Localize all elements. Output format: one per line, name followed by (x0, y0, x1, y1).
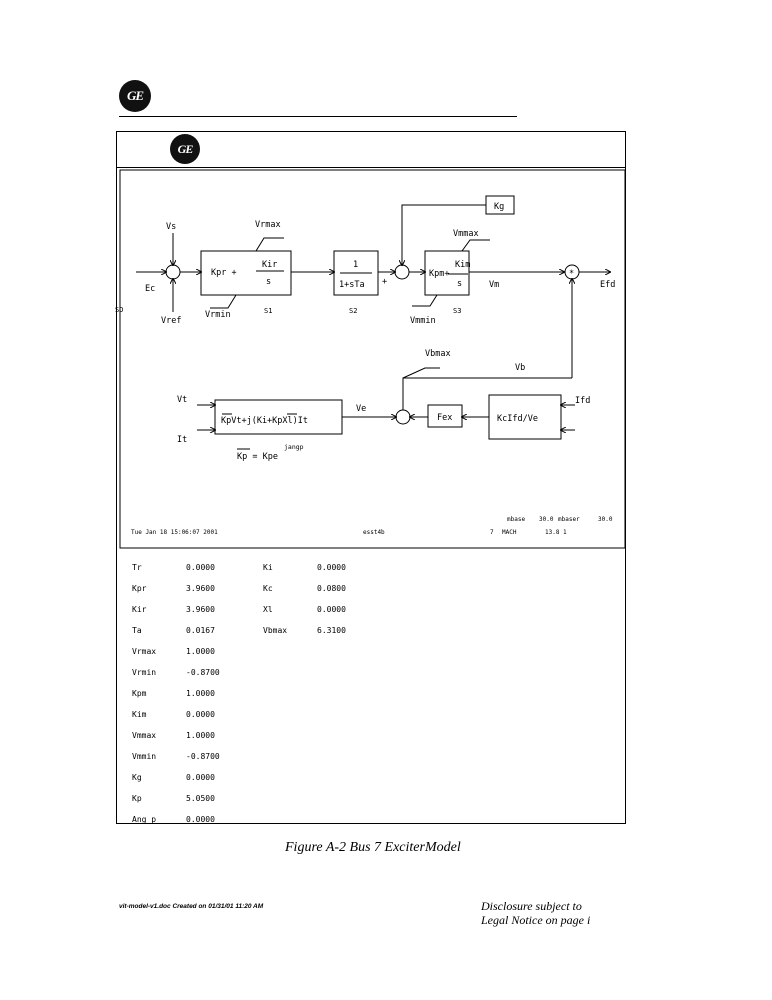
param-name: Vmmax (132, 731, 157, 740)
figure-caption: Figure A-2 Bus 7 ExciterModel (285, 840, 461, 855)
label-vs: Vs (166, 222, 176, 232)
label-kp-eq: Kp = Kpe (237, 452, 278, 462)
kcifd-block (488, 394, 562, 440)
ge-logo-header-text: GE (126, 88, 144, 103)
label-ifd: Ifd (575, 396, 590, 406)
param-name: Ki (263, 563, 273, 572)
label-vrmax: Vrmax (255, 220, 281, 230)
inner-pi-block (424, 250, 470, 296)
label-s3: S3 (453, 307, 461, 315)
label-vm: Vm (489, 280, 499, 290)
label-ve: Ve (356, 404, 366, 414)
header-rule (119, 116, 517, 117)
ge-logo-figure: GE (170, 134, 200, 164)
label-kir: Kir (262, 260, 277, 270)
label-kpr: Kpr + (211, 268, 237, 278)
footer-disclosure: Disclosure subject to Legal Notice on pa… (481, 899, 590, 927)
param-value: 0.0000 (317, 605, 346, 614)
status-mbaser-value: 30.0 (598, 516, 613, 523)
param-value: 1.0000 (186, 689, 215, 698)
param-value: 0.0000 (186, 710, 215, 719)
frame-title-rule (116, 167, 626, 168)
footer-disclosure-line-1: Disclosure subject to (481, 899, 582, 913)
exciter-block-diagram: Vs Vrmax Ec Vref SD Kpr + Kir s Vrmin S1… (115, 169, 626, 549)
label-kcifd: KcIfd/Ve (497, 414, 538, 424)
status-mbase-label: mbase (507, 516, 525, 523)
param-value: 0.0000 (186, 563, 215, 572)
label-sd: SD (115, 306, 123, 314)
label-it: It (177, 435, 187, 445)
status-ref: 13.8 1 (545, 529, 567, 536)
param-name: Vrmin (132, 668, 157, 677)
label-mult: * (569, 269, 574, 279)
label-plus: + (382, 277, 387, 287)
status-mach: MACH (502, 529, 517, 536)
param-value: 0.0000 (186, 773, 215, 782)
param-name: Ta (132, 626, 142, 635)
ge-logo-header: GE (119, 80, 151, 112)
param-value: 6.3100 (317, 626, 346, 635)
param-name: Kpm (132, 689, 147, 698)
label-vmmin: Vmmin (410, 316, 436, 326)
label-fex: Fex (437, 413, 452, 423)
status-bus: 7 (490, 529, 494, 536)
label-s2: S2 (349, 307, 357, 315)
param-name: Kg (132, 773, 142, 782)
param-value: 0.0167 (186, 626, 215, 635)
param-name: Ang_p (132, 815, 157, 824)
param-value: 0.0000 (317, 563, 346, 572)
footer-document-info: vit-model-v1.doc Created on 01/31/01 11:… (119, 903, 264, 910)
label-s-den-1: s (266, 277, 271, 287)
label-lag-den: 1+sTa (339, 280, 365, 290)
param-name: Kc (263, 584, 273, 593)
param-name: Vbmax (263, 626, 288, 635)
status-model: esst4b (363, 529, 385, 536)
label-kim: Kim (455, 260, 470, 270)
param-name: Kir (132, 605, 147, 614)
param-value: 3.9600 (186, 605, 215, 614)
label-s-den-3: s (457, 279, 462, 289)
param-name: Vmmin (132, 752, 157, 761)
param-name: Kim (132, 710, 147, 719)
param-name: Kp (132, 794, 142, 803)
param-value: -0.8700 (186, 752, 220, 761)
param-value: 1.0000 (186, 731, 215, 740)
label-vref: Vref (161, 316, 181, 326)
label-efd: Efd (600, 280, 615, 290)
label-ec: Ec (145, 284, 155, 294)
param-value: 5.0500 (186, 794, 215, 803)
param-value: 1.0000 (186, 647, 215, 656)
pi-regulator-block (200, 250, 292, 296)
param-value: 3.9600 (186, 584, 215, 593)
param-name: Xl (263, 605, 273, 614)
status-datetime: Tue Jan 18 15:06:07 2001 (131, 529, 218, 536)
label-vb: Vb (515, 363, 525, 373)
kg-block (485, 195, 515, 215)
lag-block (333, 250, 379, 296)
label-vt: Vt (177, 395, 187, 405)
label-vbmax: Vbmax (425, 349, 451, 359)
param-name: Kpr (132, 584, 147, 593)
label-vrmin: Vrmin (205, 310, 231, 320)
ge-logo-figure-text: GE (177, 141, 194, 156)
param-name: Vrmax (132, 647, 157, 656)
label-one: 1 (353, 260, 358, 270)
label-kpm: Kpm+ (429, 269, 449, 279)
param-name: Tr (132, 563, 142, 572)
param-value: 0.0800 (317, 584, 346, 593)
footer-disclosure-line-2: Legal Notice on page i (481, 913, 591, 927)
param-value: 0.0000 (186, 815, 215, 824)
status-mbaser-label: mbaser (558, 516, 580, 523)
status-mbase-value: 30.0 (539, 516, 554, 523)
label-jangp: jangp (284, 443, 304, 451)
label-ve-block: KpVt+j(Ki+KpXl)It (221, 416, 308, 426)
param-value: -0.8700 (186, 668, 220, 677)
label-s1: S1 (264, 307, 272, 315)
label-kg: Kg (494, 202, 504, 212)
diagram-inner-frame (119, 169, 626, 549)
label-vmmax: Vmmax (453, 229, 479, 239)
